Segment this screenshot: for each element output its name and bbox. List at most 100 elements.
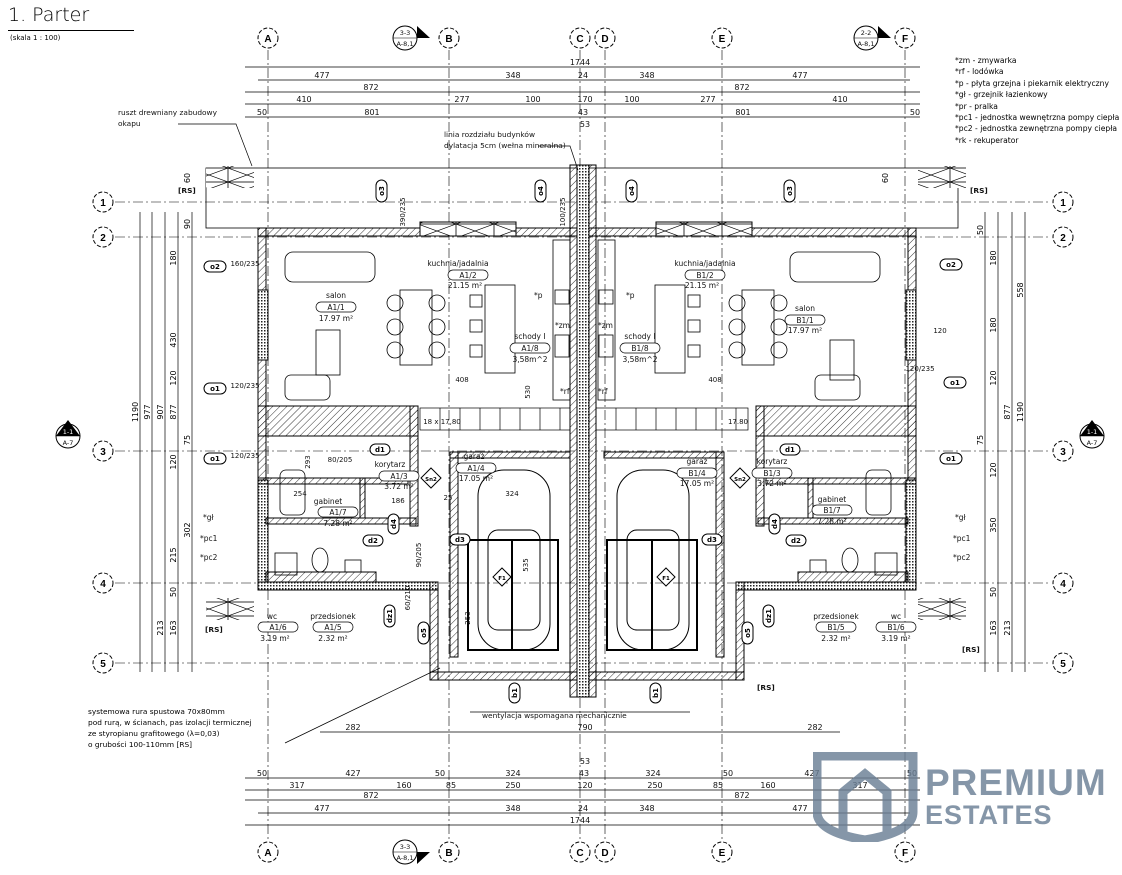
note-line: o grubości 100-110mm [RS]	[88, 740, 193, 749]
plan-label: 43	[578, 108, 588, 117]
plan-label: *rf	[560, 387, 570, 396]
plan-label: o1	[950, 379, 960, 387]
plan-label: 50	[435, 769, 445, 778]
plan-label: 877	[1003, 404, 1012, 419]
plan-label: wc	[891, 612, 901, 621]
axis-label: F	[902, 34, 908, 45]
plan-label: o3	[786, 186, 794, 196]
axis-label: C	[576, 34, 583, 45]
plan-label: schody I	[514, 332, 545, 341]
plan-label: 24	[578, 71, 588, 80]
axis-label: 2	[1060, 233, 1066, 244]
plan-label: b1	[652, 688, 660, 698]
plan-label: b1	[511, 688, 519, 698]
door-tag: d2	[362, 534, 384, 547]
axis-label: 1	[100, 198, 106, 209]
plan-label: 3.72 m²	[384, 482, 413, 491]
axis-label: C	[576, 848, 583, 859]
plan-label: Sn2	[425, 477, 437, 483]
logo-text-estates: ESTATES	[925, 800, 1053, 830]
plan-label: A1/4	[467, 464, 484, 473]
plan-label: 90/205	[415, 543, 423, 568]
plan-label: B1/4	[688, 469, 705, 478]
plan-label: 3-3	[400, 843, 411, 851]
plan-label: 180	[989, 317, 998, 332]
plan-label: dylatacja 5cm (wełna mineralna)	[444, 141, 566, 150]
plan-label: o4	[628, 186, 636, 196]
plan-label: 120/235	[230, 452, 259, 460]
plan-label: kuchnia/jadalnia	[674, 259, 735, 268]
door-tag: d1	[779, 443, 801, 456]
plan-label: 50	[257, 769, 267, 778]
dimension-labels-side: 1190 977 907 877 90 180 430 120 75 120 3…	[131, 173, 1025, 636]
plan-label: Sn2	[734, 477, 746, 483]
window-tag: o4	[625, 179, 638, 203]
legend-item: *rk - rekuperator	[955, 135, 1019, 145]
plan-label: B1/8	[631, 344, 648, 353]
legend-item: *zm - zmywarka	[955, 56, 1017, 65]
plan-label: d3	[707, 536, 717, 544]
plan-label: *rf	[598, 387, 608, 396]
plan-label: korytarz	[757, 457, 788, 466]
plan-label: 186	[391, 497, 405, 505]
plan-label: 25	[444, 494, 453, 502]
plan-label: 3.72 m²	[757, 479, 786, 488]
plan-label: 120/235	[230, 382, 259, 390]
section-markers: 3-3A-8,1 2-2A-8,1 3-3A-8,1 1-1A-7 1-1A-7	[55, 25, 1105, 865]
rs-box	[918, 598, 966, 620]
plan-label: 120/235	[905, 365, 934, 373]
plan-label: 213	[1003, 620, 1012, 635]
plan-label: 85	[713, 781, 723, 790]
note-line: ze styropianu grafitowego (λ=0,03)	[88, 729, 220, 738]
plan-label: 180	[169, 250, 178, 265]
plan-label: gabinet	[818, 495, 847, 504]
axis-label: D	[601, 34, 608, 45]
column-bubbles-top: A B C D E F	[257, 27, 916, 49]
title-underline	[8, 30, 134, 31]
gabinet-chair	[279, 469, 306, 516]
plan-label: 907	[156, 404, 165, 419]
window-tag: o3	[783, 179, 796, 203]
plan-label: o2	[946, 261, 956, 269]
plan-label: *gł	[955, 513, 967, 522]
plan-label: A1/8	[521, 344, 538, 353]
plan-label: 427	[345, 769, 360, 778]
plan-label: 2.32 m²	[821, 634, 850, 643]
axis-bubble	[257, 27, 279, 49]
diamond-tag: F1	[492, 567, 512, 587]
car-left	[467, 469, 559, 651]
dimension-lines-top	[245, 66, 920, 118]
plan-label: 427	[804, 769, 819, 778]
plan-label: 872	[363, 83, 378, 92]
door-tag: d2	[785, 534, 807, 547]
plan-label: *gł	[203, 513, 215, 522]
axis-label: 4	[100, 579, 106, 590]
plan-label: 53	[580, 757, 590, 766]
plan-label: 348	[505, 71, 520, 80]
plan-label: 120	[989, 370, 998, 385]
plan-label: salon	[795, 304, 815, 313]
plan-label: 410	[296, 95, 311, 104]
plan-label: d1	[375, 446, 385, 454]
plan-label: 477	[314, 71, 329, 80]
plan-label: 160	[760, 781, 775, 790]
stairs	[419, 407, 749, 431]
plan-label: 90	[183, 219, 192, 229]
plan-label: 120	[169, 370, 178, 385]
plan-label: 24	[578, 804, 588, 813]
window-tag: o5	[417, 621, 430, 645]
column-bubbles-bottom: A B C D E F	[257, 841, 916, 863]
plan-label: 2-2	[861, 29, 872, 37]
car-right	[606, 469, 698, 651]
plan-label: d4	[390, 519, 398, 529]
plan-label: 348	[639, 71, 654, 80]
plan-label: 60/210	[404, 586, 412, 611]
plan-label: *pc2	[200, 553, 218, 562]
plan-label: o5	[420, 628, 428, 638]
shield-logo-icon	[813, 752, 918, 842]
dining-table	[399, 289, 433, 366]
